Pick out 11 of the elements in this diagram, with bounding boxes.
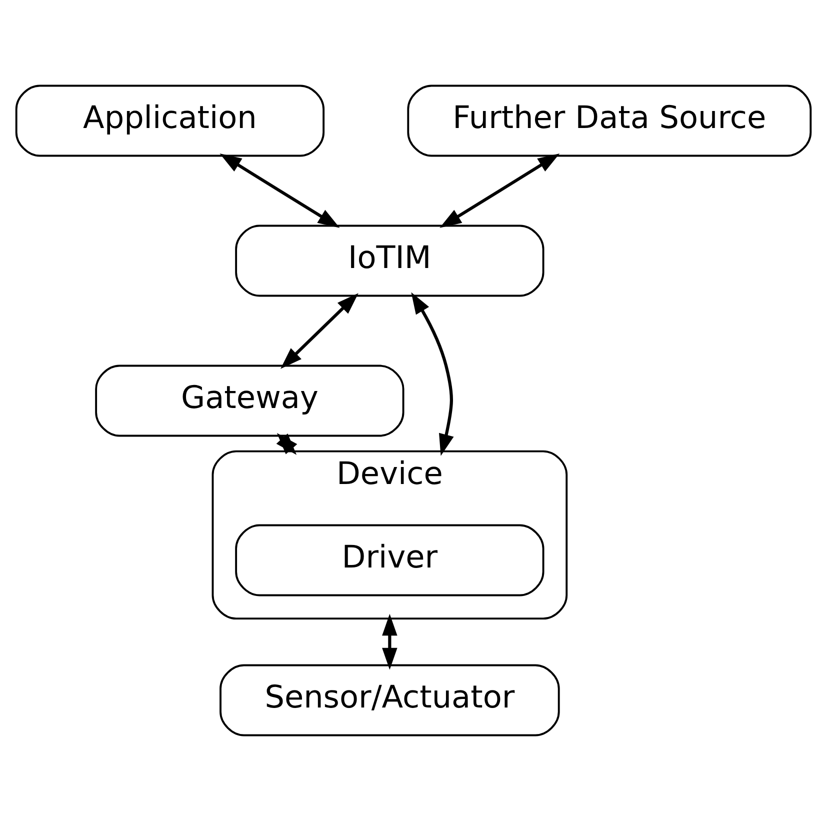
- arrow: [280, 293, 358, 369]
- arrow: [440, 154, 560, 228]
- node-box: Sensor/Actuator: [220, 664, 560, 736]
- node-box: Driver: [235, 524, 544, 596]
- arrow: [382, 614, 398, 670]
- node-box: IoTIM: [235, 224, 544, 297]
- node-box: Gateway: [95, 364, 404, 437]
- node-box: Further Data Source: [407, 84, 812, 157]
- arrow: [411, 292, 454, 456]
- node-box: Application: [15, 84, 325, 157]
- arrow: [220, 154, 340, 228]
